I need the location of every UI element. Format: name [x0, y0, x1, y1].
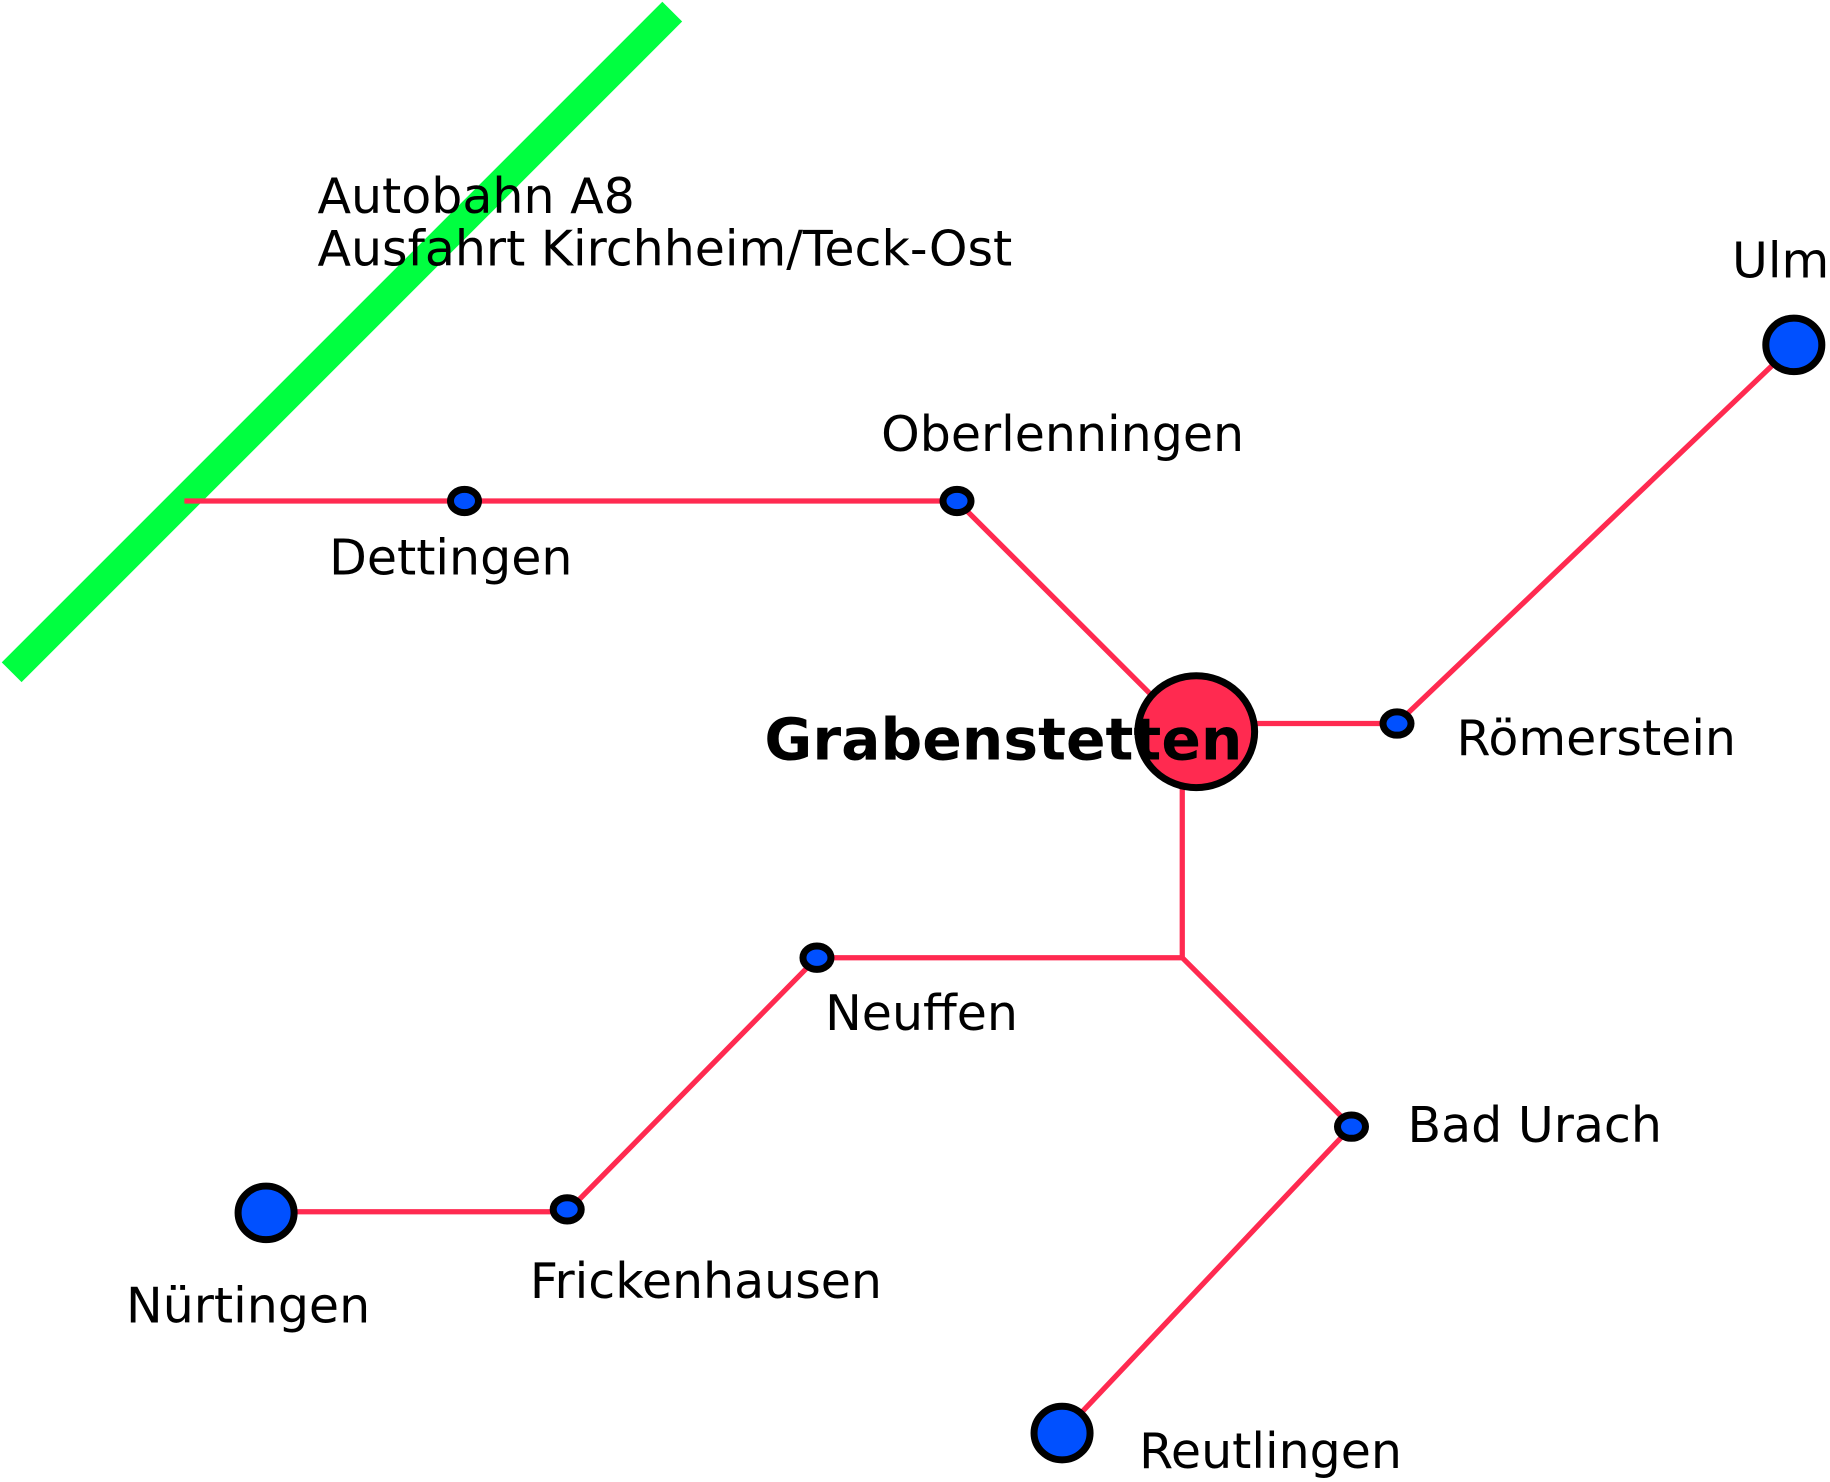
label-bad-urach: Bad Urach: [1408, 1097, 1662, 1154]
label-frickenhausen: Frickenhausen: [530, 1253, 882, 1310]
oberlenningen-node: [939, 485, 975, 517]
label-dettingen: Dettingen: [329, 529, 572, 586]
small-nodes: [446, 485, 1415, 1225]
ulm-node: [1762, 314, 1826, 376]
big-nodes: [234, 314, 1826, 1464]
label-oberlenningen: Oberlenningen: [881, 406, 1244, 463]
dettingen-node: [446, 485, 483, 517]
label-reutlingen: Reutlingen: [1139, 1423, 1402, 1480]
label-nuertingen: Nürtingen: [126, 1277, 370, 1334]
bad-urach-node: [1333, 1111, 1369, 1142]
roemerstein-node: [1379, 708, 1415, 739]
route-roemerstein-ulm: [1248, 342, 1796, 727]
autobahn-a8-line: [1, 1, 683, 683]
neuffen-node: [799, 942, 835, 973]
nuertingen-node: [234, 1182, 298, 1244]
label-roemerstein: Römerstein: [1457, 710, 1736, 767]
route-south: [266, 780, 1185, 1215]
highway-label-1: Autobahn A8: [317, 168, 634, 225]
frickenhausen-node: [549, 1194, 585, 1225]
label-grabenstetten: Grabenstetten: [764, 706, 1242, 774]
label-neuffen: Neuffen: [825, 985, 1018, 1042]
reutlingen-node: [1030, 1402, 1094, 1464]
grabenstetten-node: [1134, 672, 1259, 792]
highway-label-2: Ausfahrt Kirchheim/Teck-Ost: [317, 221, 1012, 278]
label-ulm: Ulm: [1732, 232, 1829, 289]
route-bad-urach-reutlingen: [1060, 955, 1356, 1435]
routes: [184, 342, 1796, 1435]
